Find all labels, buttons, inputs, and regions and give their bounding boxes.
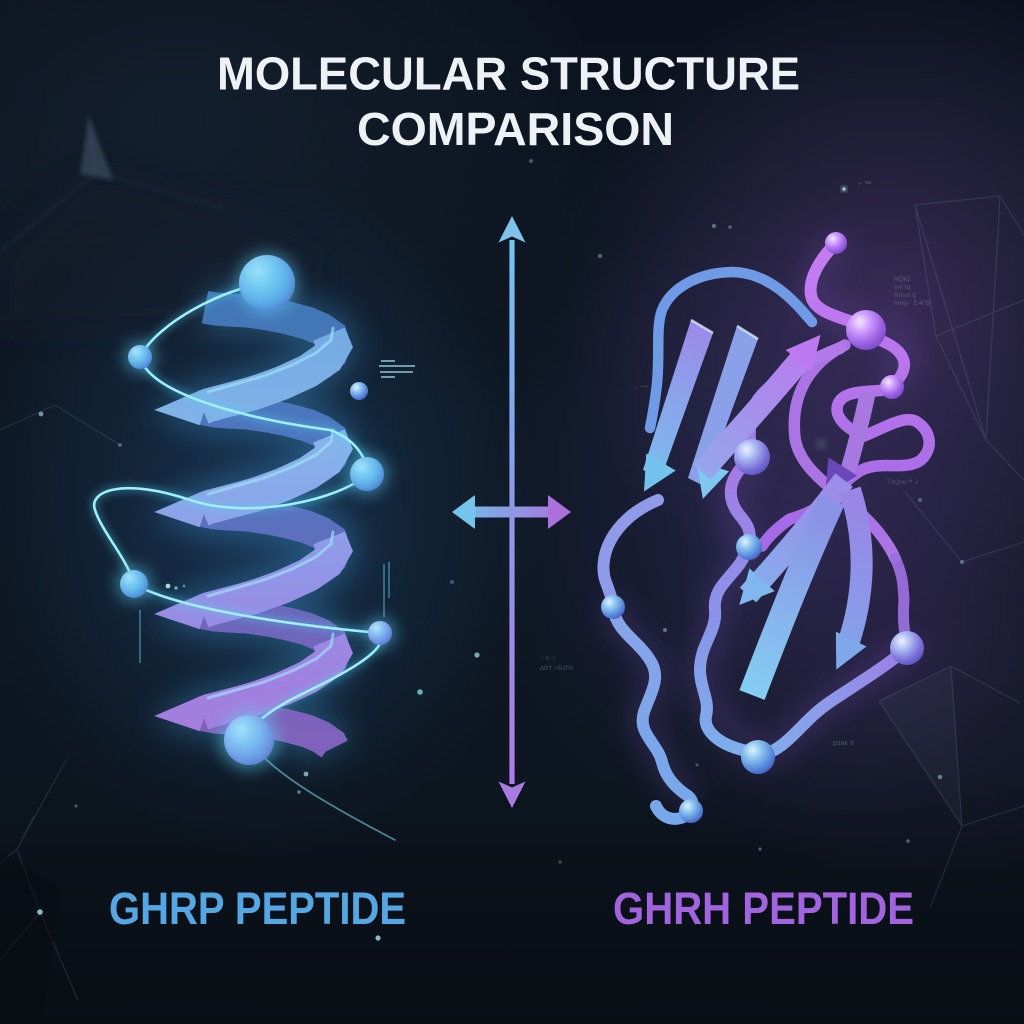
svg-text:Rnvst q: Rnvst q [894, 292, 916, 299]
svg-text:TxQve™ J: TxQve™ J [887, 479, 918, 486]
svg-text:⌐ ӧ· r: ⌐ ӧ· r [540, 655, 556, 662]
svg-text:COMPARISON: COMPARISON [357, 103, 674, 155]
svg-text:⌐ ™: ⌐ ™ [858, 181, 871, 188]
svg-text:рэак 'є: рэак 'є [833, 740, 855, 747]
svg-text:MOLECULAR STRUCTURE: MOLECULAR STRUCTURE [217, 48, 800, 100]
svg-text:∆BY ⌐БO%: ∆BY ⌐БO% [540, 665, 573, 672]
svg-text:· ‥ —: · ‥ — [630, 383, 648, 390]
svg-text:snr tq: snr tq [894, 284, 911, 291]
svg-text:GHRP PEPTIDE: GHRP PEPTIDE [109, 883, 406, 934]
svg-text:· · · ·: · · · · [413, 619, 428, 626]
svg-text:GHRH PEPTIDE: GHRH PEPTIDE [613, 883, 914, 934]
svg-text:hrnq·· 2.4ГB: hrnq·· 2.4ГB [894, 300, 930, 307]
svg-text:NQk1: NQk1 [894, 276, 911, 283]
